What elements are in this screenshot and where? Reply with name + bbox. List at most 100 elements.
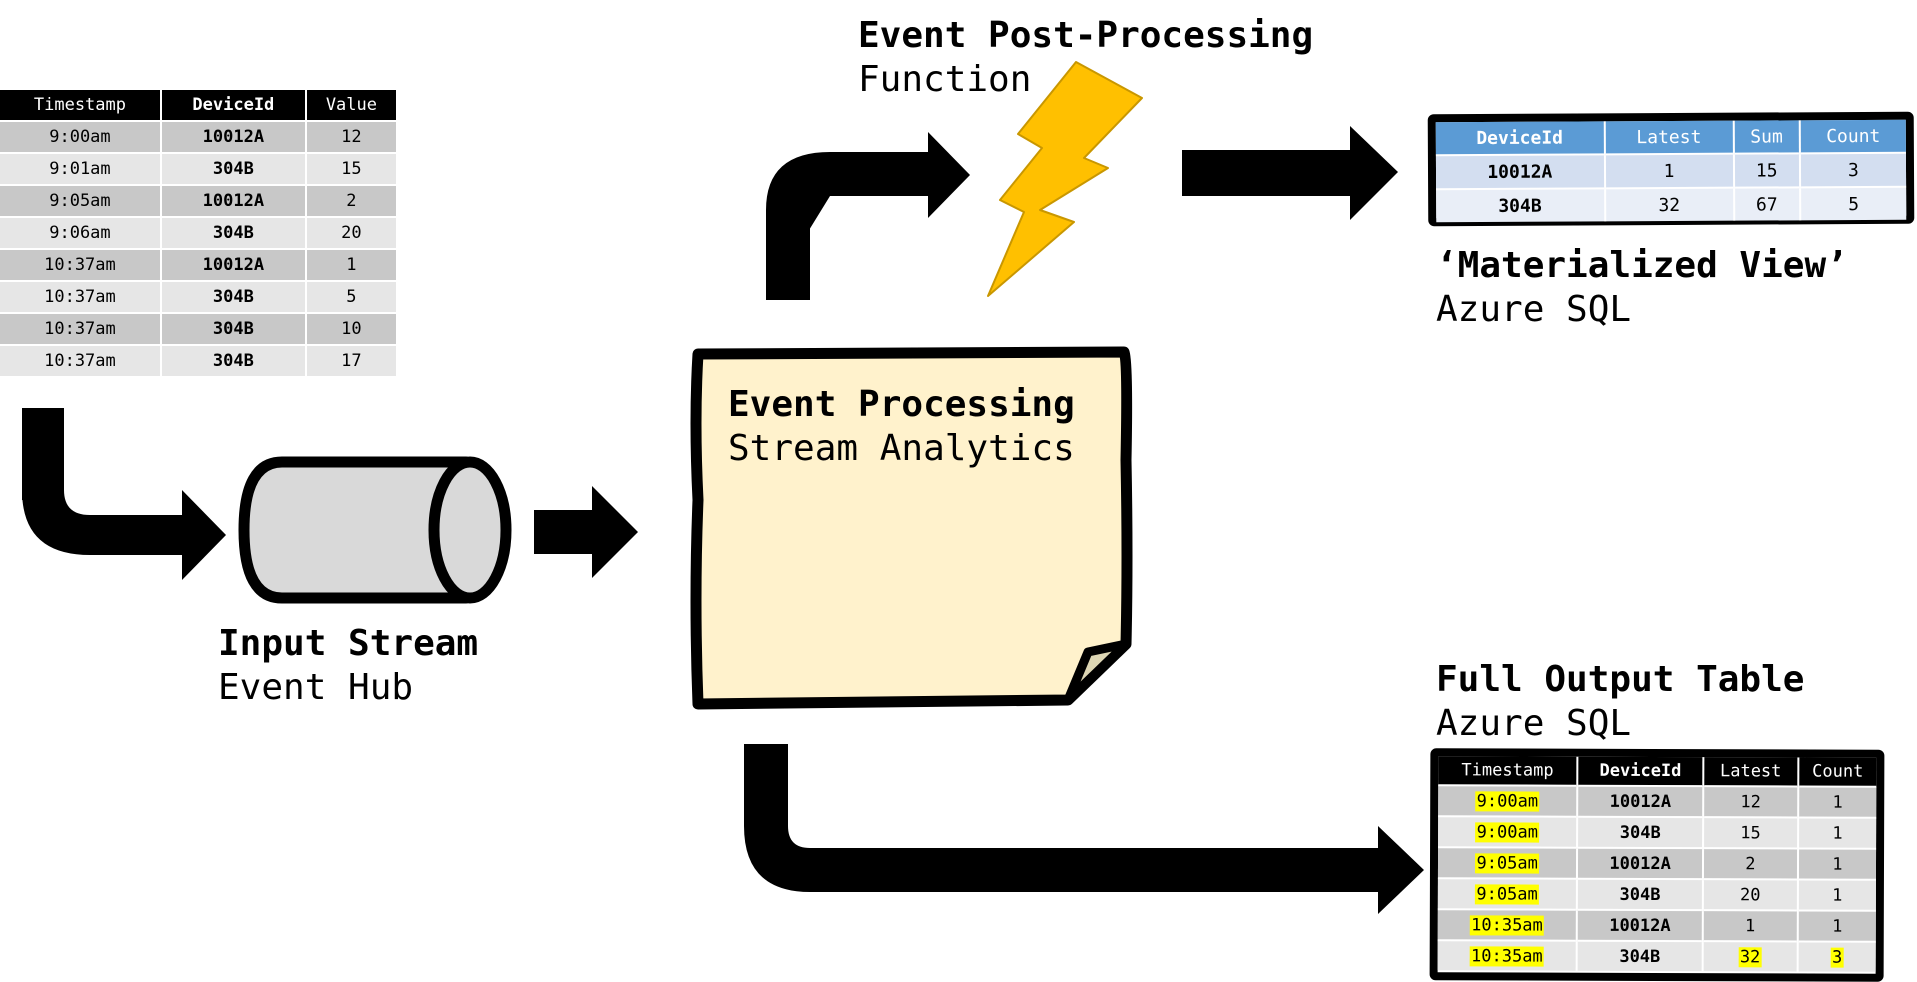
full-output-table: Timestamp DeviceId Latest Count 9:00am 1… (1437, 756, 1877, 972)
table-row: 10:35am 10012A 1 1 (1437, 909, 1876, 942)
arrow-processing-to-function-body (766, 152, 928, 300)
highlighted-value: 9:05am (1475, 883, 1539, 905)
table-row: 10:37am 304B 17 (0, 344, 396, 376)
table-row: 9:05am 10012A 2 (0, 184, 396, 217)
cell-deviceid: 304B (1577, 940, 1703, 972)
column-header-deviceid: DeviceId (159, 90, 306, 121)
cell-value: 15 (304, 152, 396, 185)
cell-count: 3 (1797, 941, 1876, 972)
table-row: 9:00am 304B 15 1 (1438, 816, 1877, 849)
cell-timestamp: 9:00am (1438, 816, 1578, 848)
arrow-table-to-stream-shaft (22, 408, 64, 500)
cell-latest: 1 (1702, 910, 1798, 942)
cell-sum: 67 (1733, 187, 1801, 221)
stream-analytics-note (690, 346, 1133, 710)
cell-latest: 32 (1702, 941, 1798, 972)
cell-timestamp: 10:37am (0, 280, 161, 313)
input-stream-subtitle: Event Hub (218, 667, 414, 708)
cell-count: 1 (1797, 879, 1876, 911)
materialized-view-title: ‘Materialized View’ (1436, 245, 1848, 286)
materialized-view-frame: DeviceId Latest Sum Count 10012A 1 15 3 … (1427, 111, 1915, 227)
cell-deviceid: 10012A (1577, 847, 1703, 880)
highlighted-value: 32 (1738, 946, 1762, 967)
highlighted-value: 9:00am (1475, 790, 1540, 812)
materialized-view-caption: ‘Materialized View’ Azure SQL (1436, 244, 1848, 332)
column-header-deviceid: DeviceId (1577, 756, 1704, 787)
cell-deviceid: 304B (159, 152, 306, 185)
cell-timestamp: 10:37am (0, 248, 161, 281)
cell-deviceid: 304B (159, 344, 306, 376)
cell-deviceid: 304B (1577, 878, 1703, 911)
cell-timestamp: 10:35am (1437, 940, 1578, 971)
arrow-stream-to-processing (534, 486, 638, 578)
event-processing-title: Event Processing (728, 384, 1075, 425)
highlighted-value: 9:00am (1475, 821, 1540, 843)
cell-deviceid: 10012A (1577, 909, 1703, 942)
post-processing-caption: Event Post-Processing Function (858, 14, 1313, 102)
materialized-view-table: DeviceId Latest Sum Count 10012A 1 15 3 … (1435, 119, 1907, 223)
column-header-latest: Latest (1703, 757, 1799, 787)
materialized-view-subtitle: Azure SQL (1436, 289, 1632, 330)
note-fold (1063, 639, 1131, 705)
input-events-table: Timestamp DeviceId Value 9:00am 10012A 1… (0, 90, 396, 376)
arrow-table-to-stream (22, 410, 226, 580)
table-row: 9:06am 304B 20 (0, 216, 396, 249)
table-header-row: Timestamp DeviceId Value (0, 90, 396, 121)
full-output-subtitle: Azure SQL (1436, 703, 1632, 744)
full-output-caption: Full Output Table Azure SQL (1436, 658, 1804, 746)
table-row: 304B 32 67 5 (1436, 186, 1907, 223)
cell-timestamp: 10:35am (1437, 909, 1578, 941)
cell-value: 20 (304, 216, 396, 249)
event-processing-subtitle: Stream Analytics (728, 428, 1075, 469)
input-stream-caption: Input Stream Event Hub (218, 622, 478, 710)
column-header-timestamp: Timestamp (1438, 756, 1578, 786)
column-header-deviceid: DeviceId (1435, 121, 1605, 156)
table-row: 9:05am 304B 20 1 (1437, 878, 1876, 911)
table-header-row: DeviceId Latest Sum Count (1435, 119, 1906, 156)
cell-timestamp: 9:00am (1438, 785, 1578, 817)
highlighted-value: 10:35am (1470, 914, 1544, 936)
cell-timestamp: 10:37am (0, 312, 161, 345)
cell-count: 3 (1799, 152, 1907, 188)
cell-latest: 20 (1702, 879, 1798, 911)
cell-deviceid: 304B (1436, 188, 1605, 223)
cell-count: 1 (1797, 817, 1877, 849)
table-row: 10:35am 304B 32 3 (1437, 940, 1876, 972)
cell-value: 17 (304, 344, 396, 376)
cell-count: 1 (1797, 848, 1877, 880)
cell-latest: 32 (1604, 187, 1734, 222)
cell-latest: 12 (1703, 786, 1799, 818)
function-lightning-icon (987, 61, 1143, 297)
table-row: 10:37am 10012A 1 (0, 248, 396, 281)
cell-timestamp: 10:37am (0, 344, 161, 376)
table-row: 10:37am 304B 5 (0, 280, 396, 313)
cell-value: 10 (304, 312, 396, 345)
cell-timestamp: 9:05am (1437, 878, 1578, 910)
post-processing-subtitle: Function (858, 59, 1032, 100)
table-row: 10012A 1 15 3 (1435, 152, 1907, 190)
table-row: 10:37am 304B 10 (0, 312, 396, 345)
cell-deviceid: 304B (159, 280, 306, 313)
cell-value: 5 (304, 280, 396, 313)
event-hub-cylinder-icon (238, 456, 512, 604)
highlighted-value: 3 (1830, 947, 1844, 968)
cell-deviceid: 10012A (1435, 154, 1605, 190)
table-row: 9:00am 10012A 12 1 (1438, 785, 1877, 818)
cell-sum: 15 (1733, 153, 1800, 188)
table-header-row: Timestamp DeviceId Latest Count (1438, 756, 1877, 787)
cell-deviceid: 10012A (1577, 785, 1704, 818)
arrow-function-to-view (1182, 126, 1398, 220)
cell-deviceid: 10012A (159, 184, 306, 217)
post-processing-title: Event Post-Processing (858, 15, 1314, 56)
arrow-processing-to-output (744, 744, 1424, 914)
cell-deviceid: 10012A (159, 248, 306, 281)
table-row: 9:05am 10012A 2 1 (1437, 847, 1877, 880)
cell-count: 5 (1799, 186, 1907, 221)
full-output-title: Full Output Table (1436, 659, 1805, 700)
highlighted-value: 9:05am (1475, 852, 1539, 874)
cell-timestamp: 9:00am (0, 120, 161, 153)
full-output-frame: Timestamp DeviceId Latest Count 9:00am 1… (1429, 748, 1885, 982)
cell-count: 1 (1797, 910, 1876, 942)
cell-deviceid: 304B (1577, 816, 1704, 849)
